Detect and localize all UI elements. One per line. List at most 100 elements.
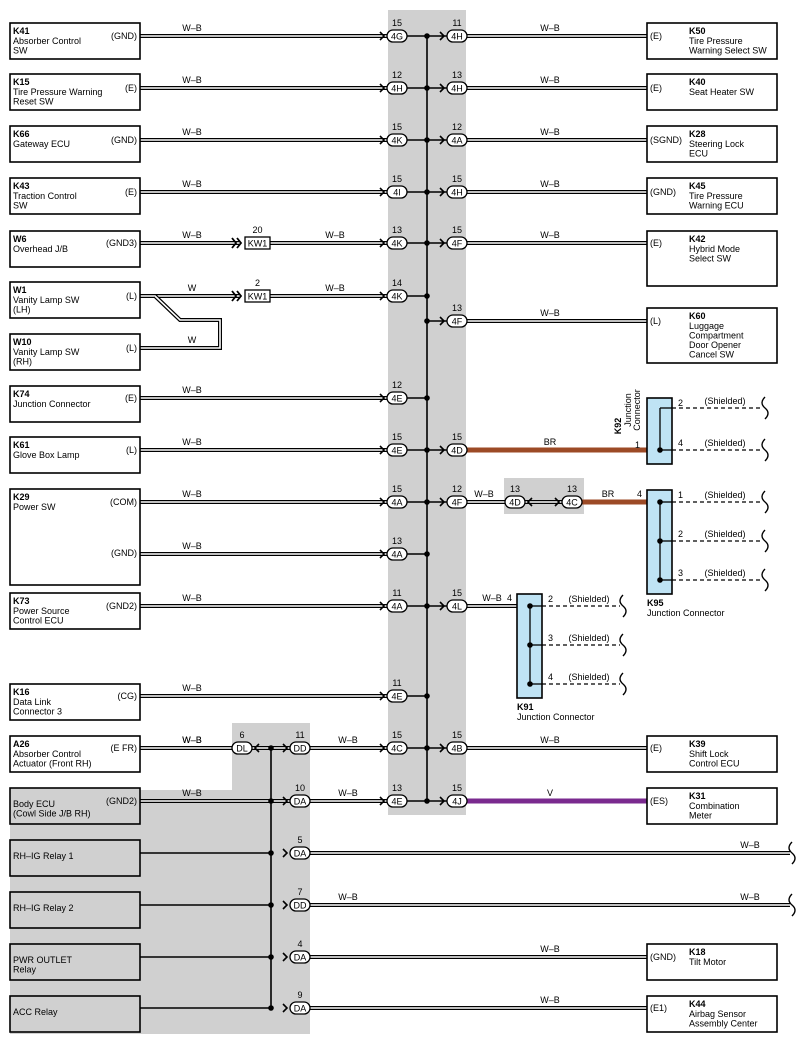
left-box-w10-frame xyxy=(9,333,141,371)
left-box-a26-name-line: Actuator (Front RH) xyxy=(13,759,92,769)
connector-b4c-pin: 13 xyxy=(567,484,577,494)
connector-kw1b-chevron xyxy=(231,290,238,302)
connector-r12-code: 4L xyxy=(452,601,462,611)
connector-da3-code: DA xyxy=(294,952,307,962)
connector-r2-shape xyxy=(446,81,468,95)
connector-r2-code: 4H xyxy=(451,83,463,93)
connector-l6-shape xyxy=(386,289,408,303)
left-box-k15-name-line: Tire Pressure Warning xyxy=(13,87,102,97)
junction-k91-pin: 2 xyxy=(548,594,553,604)
connector-r9-code: 4D xyxy=(451,445,463,455)
connector-l2-chevron xyxy=(379,83,386,93)
right-name-k50: Tire Pressure xyxy=(689,36,743,46)
connector-r5-code: 4F xyxy=(452,238,463,248)
left-pin-a26: (E FR) xyxy=(111,743,138,753)
wire-label: W–B xyxy=(182,179,202,189)
right-name-k18: Tilt Motor xyxy=(689,957,726,967)
connector-l14-pin: 15 xyxy=(392,730,402,740)
connector-l3-chevron xyxy=(379,135,386,145)
connector-r14-shape xyxy=(446,741,468,755)
connector-l1-code: 4G xyxy=(391,31,403,41)
splice-dot xyxy=(424,85,430,91)
connector-dd2-chevron xyxy=(282,900,289,910)
right-code-k45: K45 xyxy=(689,181,706,191)
connector-b4c-chevron xyxy=(554,497,561,507)
connector-r14-code: 4B xyxy=(451,743,462,753)
connector-dd2-code: DD xyxy=(294,900,307,910)
connector-r10-code: 4F xyxy=(452,497,463,507)
connector-l15-chevron xyxy=(379,796,386,806)
left-pin-k73: (GND2) xyxy=(106,601,137,611)
junction-k92-pin: 1 xyxy=(635,440,640,450)
connector-l3-shape xyxy=(386,133,408,147)
junction-k91-pin: 4 xyxy=(548,672,553,682)
left-box-k41-code: K41 xyxy=(13,26,30,36)
junction-k91-break-mark xyxy=(619,633,627,657)
connector-r9-chevron xyxy=(439,445,446,455)
left-box-w10-name-line: (RH) xyxy=(13,357,32,367)
connector-l11-chevron xyxy=(379,549,386,559)
left-box-rhig2-frame xyxy=(9,891,141,929)
connector-da4-shape xyxy=(289,1001,311,1015)
connector-l11-code: 4A xyxy=(391,549,402,559)
connector-l14-chevron xyxy=(379,743,386,753)
wire-label: W–B xyxy=(540,735,560,745)
connector-l9-chevron xyxy=(379,445,386,455)
right-pin-k50: (E) xyxy=(650,31,662,41)
right-pin-k60: (L) xyxy=(650,316,661,326)
wire-label: W–B xyxy=(182,489,202,499)
left-box-body: Body ECU(Cowl Side J/B RH) xyxy=(9,787,141,825)
left-box-k61-name-line: Glove Box Lamp xyxy=(13,450,80,460)
right-code-k50: K50 xyxy=(689,26,706,36)
junction-k91-pin: 4 xyxy=(507,593,512,603)
right-name-k39: Control ECU xyxy=(689,759,740,769)
connector-l8-chevron xyxy=(379,393,386,403)
connector-dl-shape xyxy=(231,741,253,755)
connector-l10-code: 4A xyxy=(391,497,402,507)
right-name-k44: Airbag Sensor xyxy=(689,1009,746,1019)
wire-label: W–B xyxy=(182,385,202,395)
connector-kw1b-code: KW1 xyxy=(248,291,268,301)
connector-l11-pin: 13 xyxy=(392,536,402,546)
connector-r7-pin: 13 xyxy=(452,303,462,313)
junction-dot xyxy=(657,538,663,544)
left-box-rhig2: RH–IG Relay 2 xyxy=(9,891,141,929)
right-name-k42: Hybrid Mode xyxy=(689,244,740,254)
junction-k92-break-mark xyxy=(761,438,769,462)
wire-label: W–B xyxy=(540,230,560,240)
right-pin-k40: (E) xyxy=(650,83,662,93)
connector-b4c-code: 4C xyxy=(566,497,578,507)
connector-da4-pin: 9 xyxy=(297,990,302,1000)
left-box-rhig2-name-line: RH–IG Relay 2 xyxy=(13,903,74,913)
wire-label: W–B xyxy=(182,23,202,33)
junction-k95-shielded-label: (Shielded) xyxy=(704,568,745,578)
left-box-k74-name-line: Junction Connector xyxy=(13,399,91,409)
right-pin-k42: (E) xyxy=(650,238,662,248)
junction-dot xyxy=(527,603,533,609)
connector-l2-shape xyxy=(386,81,408,95)
left-box-k41-frame xyxy=(9,22,141,60)
splice-dot xyxy=(268,1005,274,1011)
wire-label: W xyxy=(188,335,197,345)
wires xyxy=(140,34,790,1010)
right-name-k45: Tire Pressure xyxy=(689,191,743,201)
left-box-body-frame xyxy=(9,787,141,825)
junction-k95-break-mark xyxy=(761,568,769,592)
connector-l13-pin: 11 xyxy=(392,678,401,688)
right-code-k40: K40 xyxy=(689,77,706,87)
right-box-frame xyxy=(646,73,778,111)
